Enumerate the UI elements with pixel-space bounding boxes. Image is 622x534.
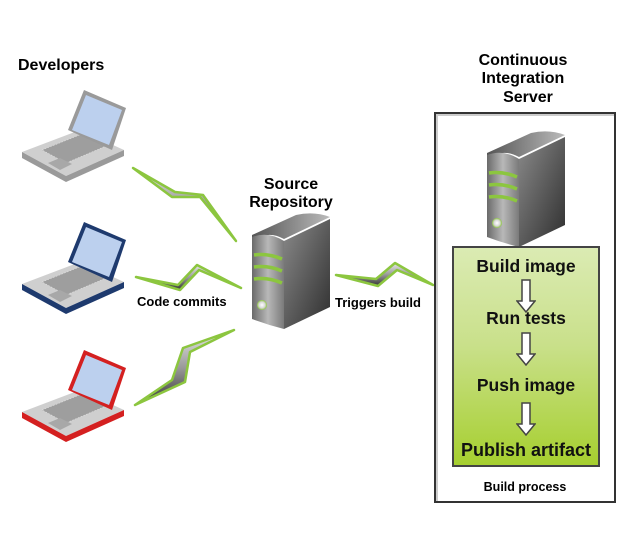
- laptop-icon-blue: [21, 221, 127, 315]
- source-repository-server-icon: [250, 211, 332, 331]
- code-commits-label: Code commits: [137, 294, 227, 309]
- build-step-build-image: Build image: [476, 256, 576, 276]
- lightning-connector-top: [131, 166, 238, 243]
- triggers-build-label: Triggers build: [335, 295, 421, 310]
- lightning-connector-middle: [134, 263, 243, 292]
- source-repository-line1: Source: [263, 176, 319, 193]
- ci-server-label: Continuous Integration Server: [448, 52, 598, 107]
- source-repository-label: Source Repository: [236, 176, 346, 213]
- build-process-label: Build process: [483, 480, 567, 494]
- down-arrow-icon: [516, 332, 536, 366]
- ci-server-line3: Server: [503, 88, 553, 106]
- source-repository-line2: Repository: [249, 194, 333, 212]
- laptop-icon-red: [21, 349, 127, 443]
- lightning-connector-bottom: [133, 328, 236, 407]
- build-step-publish-artifact: Publish artifact: [460, 440, 592, 460]
- build-step-run-tests: Run tests: [486, 308, 566, 328]
- down-arrow-icon: [516, 402, 536, 436]
- ci-server-line2: Integration: [481, 70, 565, 88]
- down-arrow-icon: [516, 279, 536, 313]
- build-step-push-image: Push image: [476, 375, 576, 395]
- ci-server-box: [434, 112, 616, 503]
- developers-label: Developers: [18, 57, 105, 74]
- build-steps-box: Build image Run tests Push image Publish…: [452, 246, 600, 467]
- lightning-connector-trigger: [334, 261, 435, 288]
- laptop-icon-gray: [21, 89, 127, 183]
- ci-server-line1: Continuous: [478, 52, 568, 69]
